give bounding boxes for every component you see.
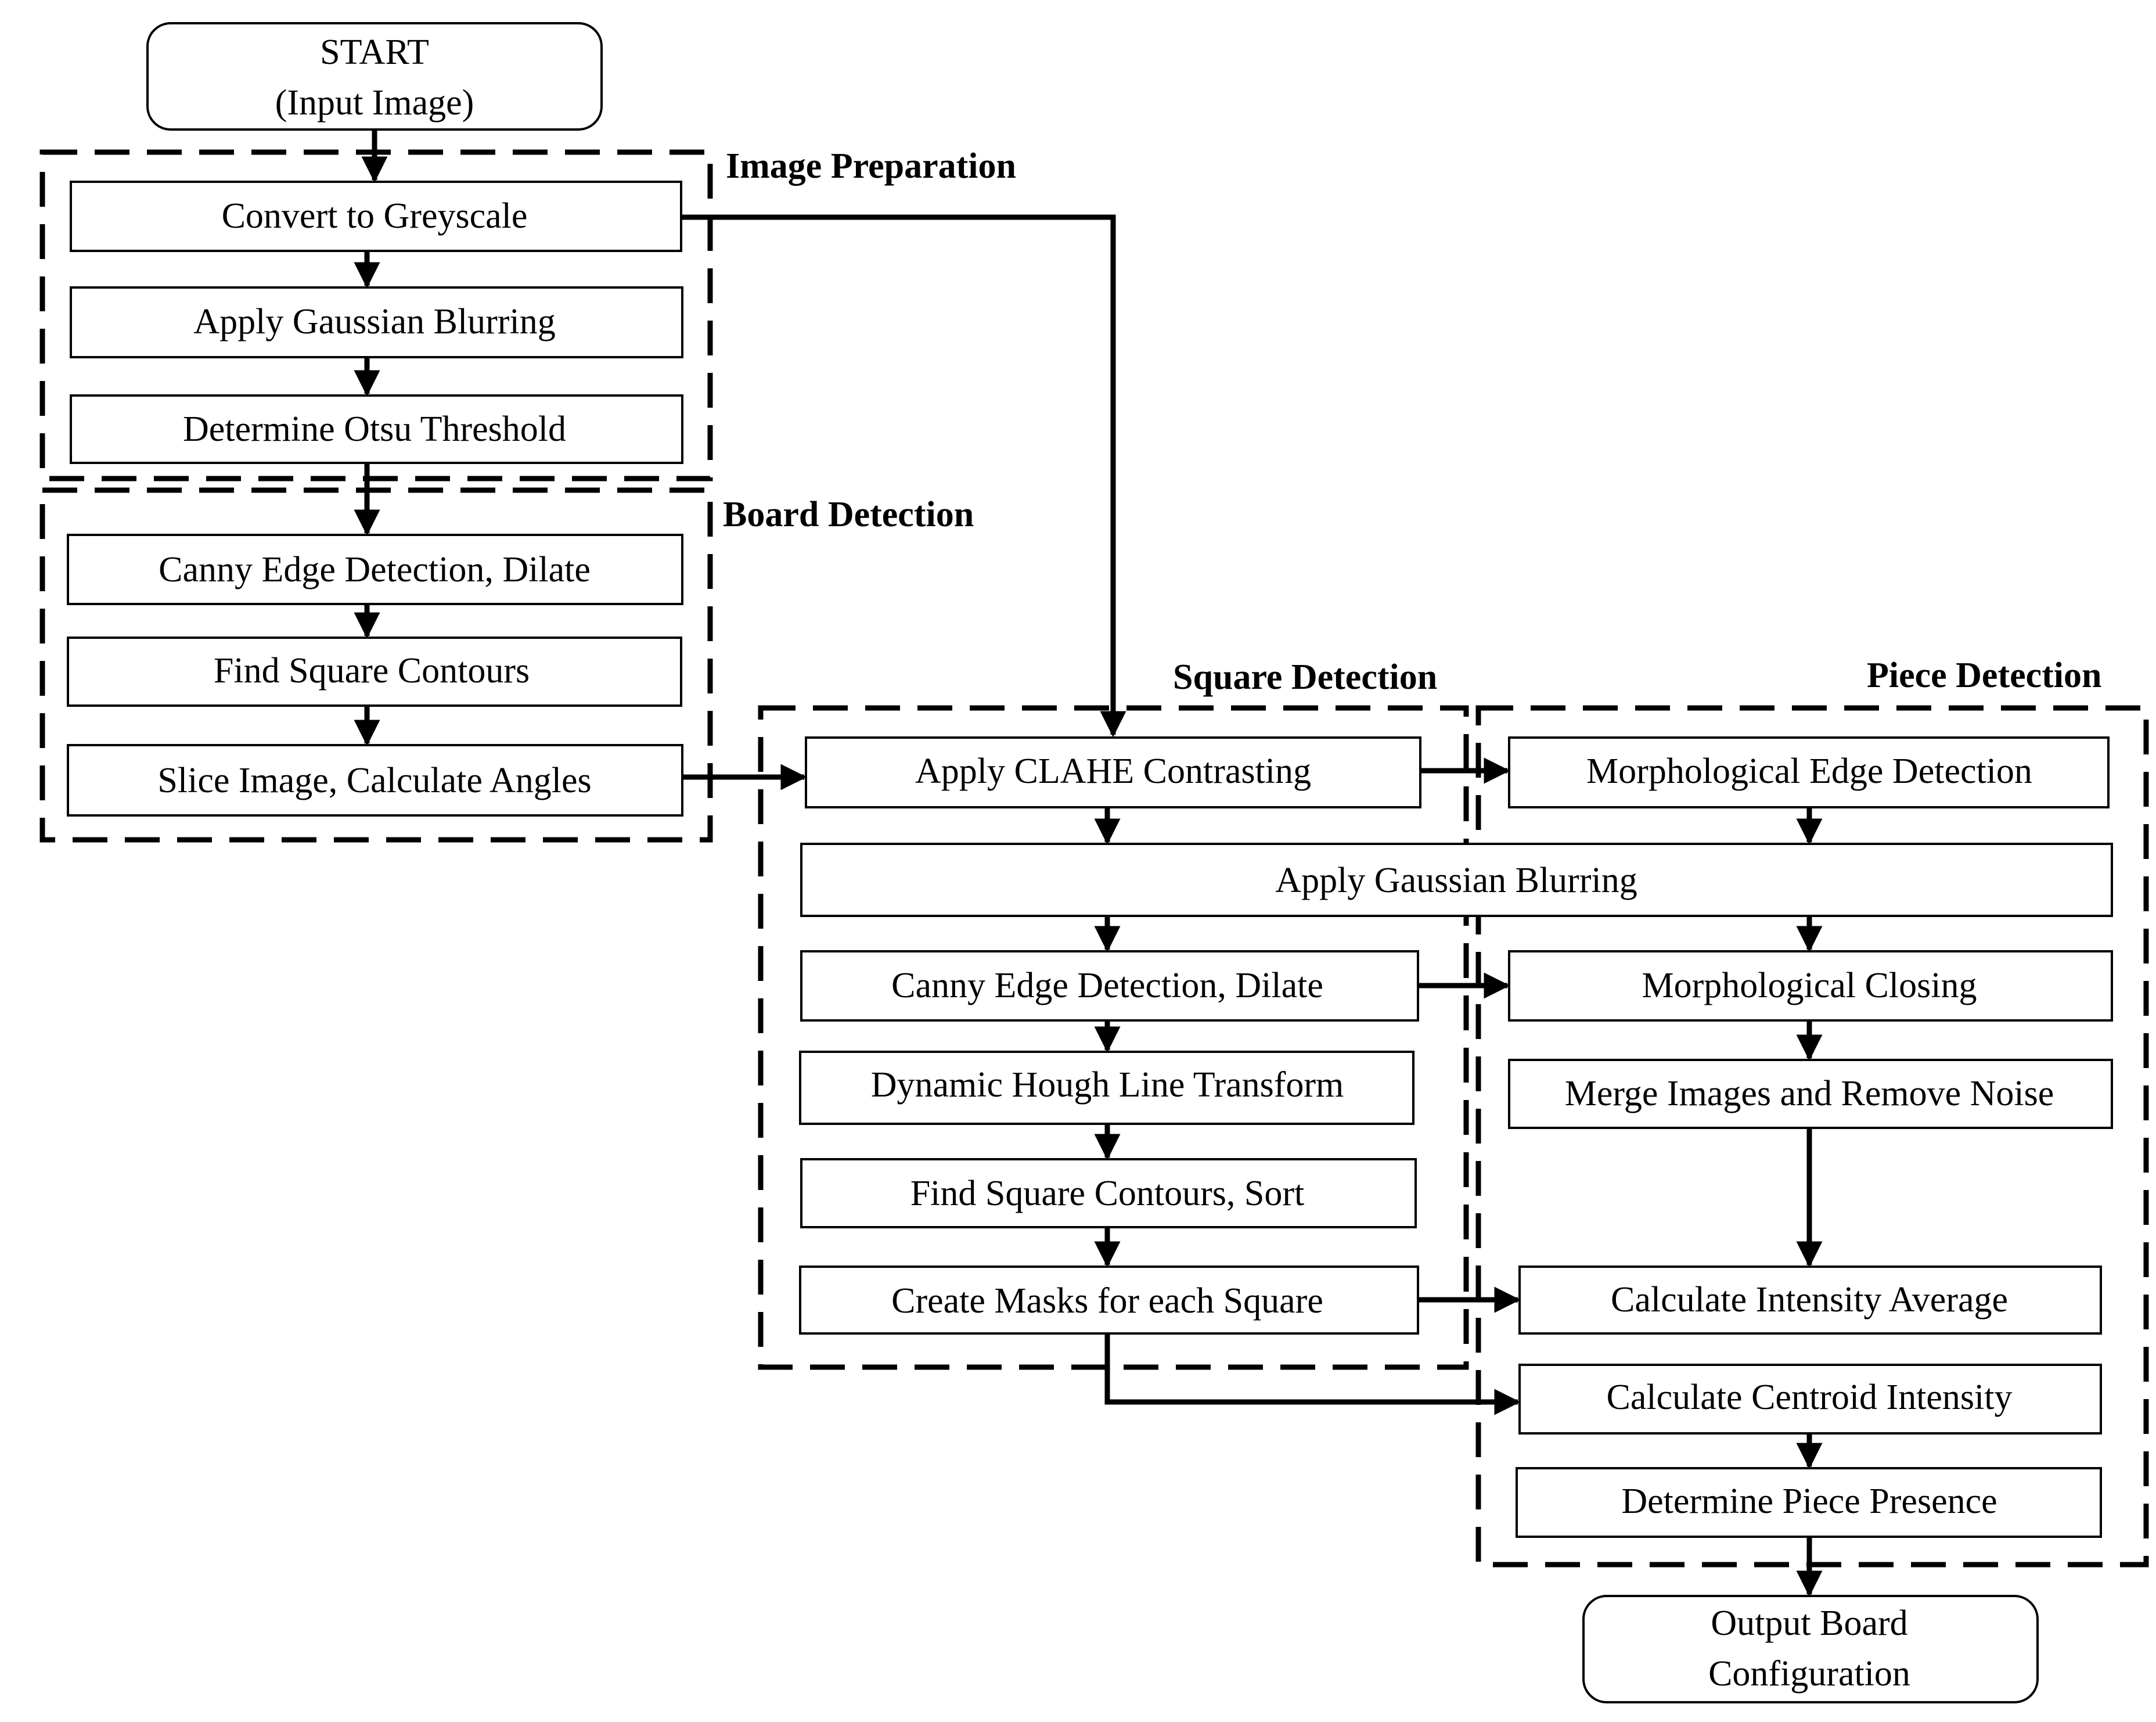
- start-label: START: [320, 33, 429, 72]
- edges: [354, 130, 1823, 1597]
- node-label: Apply Gaussian Blurring: [1275, 861, 1637, 900]
- node-label: Dynamic Hough Line Transform: [871, 1065, 1344, 1105]
- node-label: Convert to Greyscale: [222, 196, 528, 236]
- output-node: Output Board Configuration: [1582, 1595, 2039, 1703]
- node-dynamic-hough-transform: Dynamic Hough Line Transform: [799, 1051, 1414, 1125]
- node-morphological-edge-detection: Morphological Edge Detection: [1508, 736, 2110, 808]
- node-label: Calculate Centroid Intensity: [1606, 1378, 2012, 1417]
- node-label: Find Square Contours, Sort: [910, 1174, 1305, 1213]
- group-label-piece-detection: Piece Detection: [1867, 656, 2101, 695]
- node-merge-images: Merge Images and Remove Noise: [1508, 1059, 2113, 1129]
- node-convert-greyscale: Convert to Greyscale: [70, 181, 682, 252]
- node-label: Morphological Edge Detection: [1586, 752, 2032, 791]
- node-label: Calculate Intensity Average: [1611, 1280, 2008, 1320]
- node-determine-otsu-threshold: Determine Otsu Threshold: [70, 394, 683, 464]
- group-piece-detection: [1475, 705, 2149, 1568]
- node-determine-piece-presence: Determine Piece Presence: [1516, 1467, 2102, 1538]
- node-find-square-contours-1: Find Square Contours: [67, 637, 682, 707]
- node-label: Slice Image, Calculate Angles: [157, 761, 591, 800]
- node-label: Canny Edge Detection, Dilate: [159, 550, 591, 589]
- node-find-square-contours-sort: Find Square Contours, Sort: [800, 1158, 1417, 1228]
- node-label: Apply Gaussian Blurring: [193, 302, 555, 341]
- group-label-board-detection: Board Detection: [723, 495, 974, 534]
- start-sublabel: (Input Image): [275, 83, 474, 123]
- node-label: Find Square Contours: [214, 651, 530, 691]
- node-apply-gaussian-blurring-2: Apply Gaussian Blurring: [800, 843, 2113, 917]
- output-label-line2: Configuration: [1708, 1654, 1910, 1694]
- node-label: Apply CLAHE Contrasting: [915, 752, 1311, 791]
- node-canny-edge-detection-2: Canny Edge Detection, Dilate: [800, 950, 1419, 1022]
- group-label-image-preparation: Image Preparation: [726, 146, 1016, 186]
- node-label: Create Masks for each Square: [891, 1281, 1323, 1321]
- output-label-line1: Output Board: [1711, 1604, 1907, 1643]
- node-calculate-intensity-average: Calculate Intensity Average: [1518, 1266, 2102, 1335]
- node-label: Canny Edge Detection, Dilate: [891, 966, 1323, 1005]
- node-label: Determine Piece Presence: [1621, 1482, 1997, 1521]
- node-label: Morphological Closing: [1642, 966, 1977, 1005]
- node-calculate-centroid-intensity: Calculate Centroid Intensity: [1518, 1364, 2102, 1435]
- node-apply-gaussian-blurring-1: Apply Gaussian Blurring: [70, 286, 683, 358]
- group-board-detection: [39, 487, 713, 843]
- node-apply-clahe: Apply CLAHE Contrasting: [805, 736, 1421, 808]
- group-label-square-detection: Square Detection: [1173, 657, 1437, 697]
- node-slice-image: Slice Image, Calculate Angles: [67, 744, 683, 817]
- node-create-masks: Create Masks for each Square: [799, 1266, 1419, 1335]
- node-label: Determine Otsu Threshold: [183, 409, 566, 449]
- node-canny-edge-detection-1: Canny Edge Detection, Dilate: [67, 534, 683, 605]
- start-node: START (Input Image): [146, 22, 603, 131]
- node-morphological-closing: Morphological Closing: [1508, 950, 2113, 1022]
- node-label: Merge Images and Remove Noise: [1565, 1074, 2054, 1113]
